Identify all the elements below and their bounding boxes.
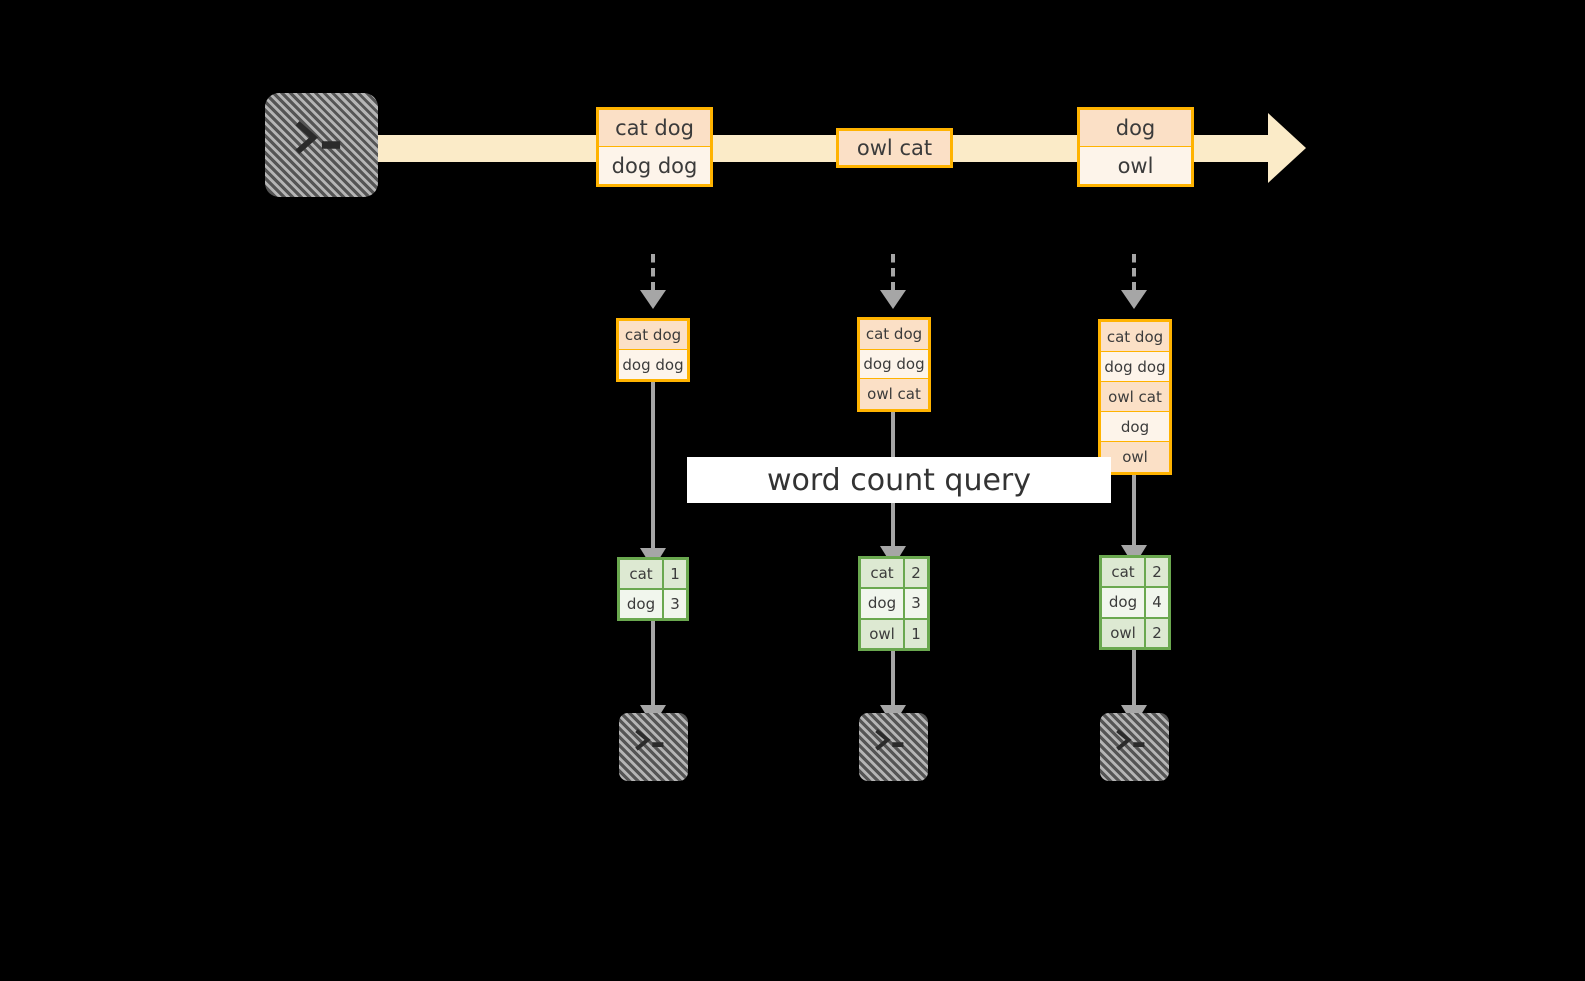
count-key: cat bbox=[620, 560, 664, 590]
count-value: 2 bbox=[1146, 618, 1168, 647]
count-key: cat bbox=[1102, 558, 1146, 589]
terminal-prompt-glyph bbox=[295, 121, 341, 155]
count-key: cat bbox=[861, 559, 905, 590]
stream-arrow-head bbox=[1268, 113, 1306, 183]
count-value: 2 bbox=[905, 559, 927, 590]
terminal-prompt-glyph bbox=[1116, 729, 1145, 751]
source-terminal-icon bbox=[265, 93, 378, 197]
count-value: 2 bbox=[1146, 558, 1168, 589]
record-row: owl cat bbox=[860, 379, 928, 409]
count-value: 3 bbox=[664, 590, 686, 618]
count-value: 1 bbox=[905, 619, 927, 648]
snapshot-1-tap-arrowhead bbox=[640, 290, 666, 309]
count-key: dog bbox=[620, 590, 664, 618]
stream-group-2: owl cat bbox=[836, 128, 953, 168]
record-row: owl cat bbox=[1101, 382, 1169, 412]
count-value: 3 bbox=[905, 589, 927, 620]
snapshot-1-sink-line bbox=[651, 621, 655, 711]
record-row: owl cat bbox=[839, 131, 950, 165]
snapshot-1-sink-terminal-icon bbox=[619, 713, 688, 781]
record-row: cat dog bbox=[599, 110, 710, 147]
snapshot-3-query-line bbox=[1132, 475, 1136, 551]
terminal-prompt-glyph bbox=[875, 729, 904, 751]
record-row: owl bbox=[1080, 147, 1191, 184]
count-value: 4 bbox=[1146, 588, 1168, 619]
record-row: cat dog bbox=[619, 321, 687, 350]
record-row: dog dog bbox=[599, 147, 710, 184]
snapshot-2-sink-line bbox=[891, 651, 895, 711]
snapshot-3-sink-terminal-icon bbox=[1100, 713, 1169, 781]
record-row: cat dog bbox=[1101, 322, 1169, 352]
terminal-prompt-glyph bbox=[635, 729, 664, 751]
snapshot-3-sink-line bbox=[1132, 650, 1136, 711]
record-row: dog dog bbox=[860, 349, 928, 380]
snapshot-2-sink-terminal-icon bbox=[859, 713, 928, 781]
count-key: dog bbox=[1102, 588, 1146, 619]
record-row: dog dog bbox=[619, 350, 687, 379]
record-row: cat dog bbox=[860, 320, 928, 350]
record-row: dog bbox=[1101, 412, 1169, 442]
count-key: owl bbox=[861, 619, 905, 648]
record-row: owl bbox=[1101, 442, 1169, 472]
count-key: owl bbox=[1102, 618, 1146, 647]
count-value: 1 bbox=[664, 560, 686, 590]
snapshot-3-tap-line bbox=[1132, 254, 1136, 292]
snapshot-3-tap-arrowhead bbox=[1121, 290, 1147, 309]
query-label-band: word count query bbox=[687, 457, 1111, 503]
snapshot-1-tap-line bbox=[651, 254, 655, 292]
query-label-text: word count query bbox=[766, 462, 1032, 498]
snapshot-2-tap-arrowhead bbox=[880, 290, 906, 309]
record-row: dog bbox=[1080, 110, 1191, 147]
record-row: dog dog bbox=[1101, 352, 1169, 382]
count-key: dog bbox=[861, 589, 905, 620]
snapshot-2-tap-line bbox=[891, 254, 895, 292]
snapshot-1-query-line bbox=[651, 382, 655, 554]
